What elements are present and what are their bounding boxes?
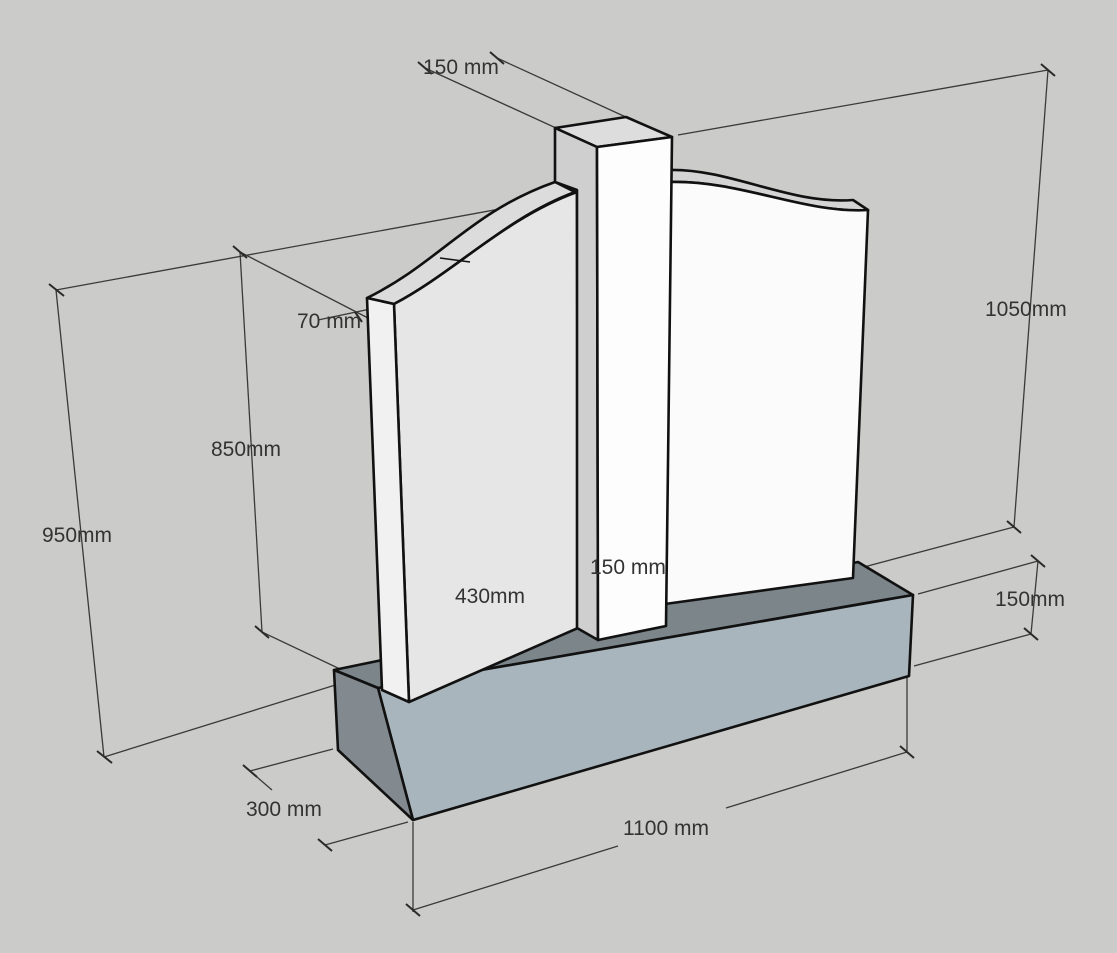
label-panel-thickness: 70 mm bbox=[297, 310, 361, 333]
right-panel-face bbox=[663, 180, 870, 606]
label-base-depth: 300 mm bbox=[246, 798, 322, 821]
left-panel bbox=[365, 180, 580, 704]
dimension-labels: 150 mm 1050mm 950mm 850mm 70 mm 430mm 15… bbox=[42, 56, 1067, 840]
right-panel bbox=[663, 168, 870, 606]
label-panel-height: 850mm bbox=[211, 438, 281, 461]
label-total-height: 1050mm bbox=[985, 298, 1067, 321]
label-overall-height: 950mm bbox=[42, 524, 112, 547]
label-panel-width: 430mm bbox=[455, 585, 525, 608]
left-panel-side bbox=[365, 296, 411, 704]
center-pillar bbox=[553, 115, 674, 642]
label-pillar-width: 150 mm bbox=[423, 56, 499, 79]
label-base-height: 150mm bbox=[995, 588, 1065, 611]
pillar-front-face bbox=[595, 135, 674, 642]
label-pillar-depth: 150 mm bbox=[590, 556, 666, 579]
label-base-length: 1100 mm bbox=[623, 817, 709, 840]
